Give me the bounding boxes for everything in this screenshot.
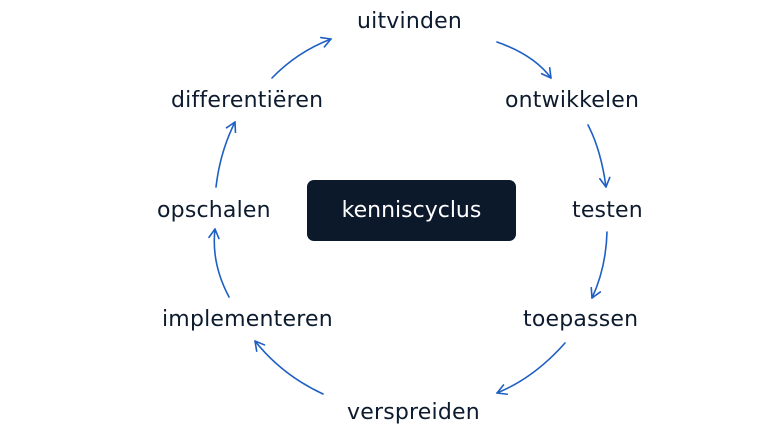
stage-implementeren: implementeren: [162, 307, 333, 332]
stage-verspreiden: verspreiden: [347, 400, 480, 425]
arrow-toepassen-to-verspreiden: [496, 342, 566, 396]
arrow-verspreiden-to-implementeren: [254, 340, 324, 395]
stage-ontwikkelen: ontwikkelen: [505, 88, 640, 113]
arrow-testen-to-toepassen: [590, 231, 608, 299]
stage-testen: testen: [572, 198, 643, 223]
stage-opschalen: opschalen: [157, 198, 271, 223]
arrow-opschalen-to-differentieren: [215, 121, 237, 188]
center-box: kenniscyclus: [307, 180, 516, 241]
center-label: kenniscyclus: [341, 198, 482, 223]
stage-uitvinden: uitvinden: [357, 9, 463, 34]
arrow-ontwikkelen-to-testen: [587, 124, 611, 188]
arrow-differentieren-to-uitvinden: [271, 36, 332, 79]
stage-differentieren: differentiëren: [171, 88, 324, 113]
arrow-implementeren-to-opschalen: [208, 228, 230, 298]
arrow-uitvinden-to-ontwikkelen: [496, 41, 552, 79]
stage-toepassen: toepassen: [523, 307, 639, 332]
